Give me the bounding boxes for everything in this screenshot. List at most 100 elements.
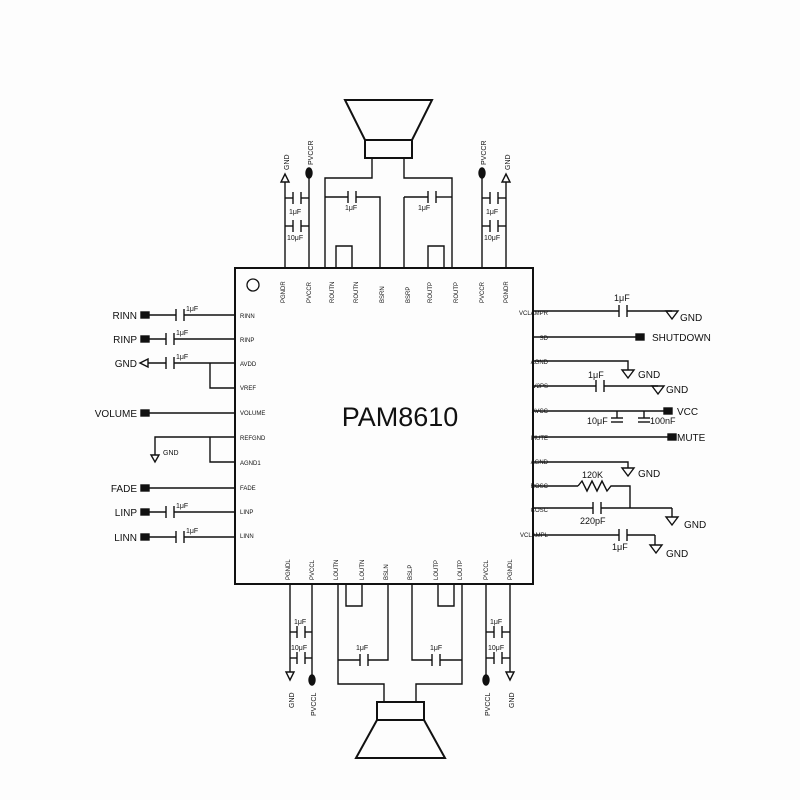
cap-label: 1μF <box>345 205 357 212</box>
right-pin-label: AVCC <box>532 409 549 415</box>
cap-label: 1μF <box>588 370 604 380</box>
linn-label: LINN <box>114 533 137 544</box>
gnd-label: GND <box>289 692 296 708</box>
gnd-label: GND <box>115 359 137 370</box>
ground-icon <box>279 172 291 183</box>
gnd-label: GND <box>666 385 688 396</box>
bottom-pin-label: BSLP <box>408 565 414 580</box>
bottom-pin-label: PGNDL <box>286 559 292 580</box>
volume-label: VOLUME <box>95 409 138 420</box>
bottom-pin-label: PGNDL <box>508 559 514 580</box>
left-pin-label: LINP <box>240 510 253 516</box>
shutdown-label: SHUTDOWN <box>652 333 711 344</box>
right-pin-label: VCLAMPR <box>519 311 549 317</box>
cap-label: 1μF <box>612 542 628 552</box>
chip-body <box>234 267 534 585</box>
gnd-label: GND <box>505 154 512 170</box>
left-pin-label: VOLUME <box>240 411 265 417</box>
cap-label: 1μF <box>294 619 306 626</box>
right-pin-label: VCLAMPL <box>520 533 549 539</box>
left-pin-label: LINN <box>240 534 254 540</box>
gnd-label: GND <box>638 370 660 381</box>
cap-label: 1μF <box>186 528 198 535</box>
pin1-marker <box>246 278 260 292</box>
linp-label: LINP <box>115 508 138 519</box>
left-pin-label: FADE <box>240 486 256 492</box>
top-left-power-wiring <box>284 178 310 268</box>
gnd-label: GND <box>163 450 179 457</box>
bottom-pin-label: LOUTN <box>360 560 366 580</box>
bottom-pin-labels: PGNDL PVCCL LOUTN LOUTN BSLN BSLP LOUTP … <box>286 559 514 580</box>
fade-label: FADE <box>111 484 137 495</box>
top-pin-label: PGNDR <box>504 281 510 303</box>
cap-label: 1μF <box>186 306 198 313</box>
cap-label: 10μF <box>291 645 307 652</box>
left-pin-labels: RINN RINP AVDD VREF VOLUME REFGND AGND1 … <box>240 314 266 540</box>
left-speaker-icon <box>354 701 447 759</box>
cap-label: 1μF <box>289 209 301 216</box>
cap-label: 1μF <box>430 645 442 652</box>
right-pin-label: AGND <box>531 460 549 466</box>
gnd-label: GND <box>666 549 688 560</box>
pvccr-label: PVCCR <box>308 140 315 165</box>
ground-icon <box>650 385 666 396</box>
ground-icon <box>284 671 296 682</box>
gnd-label: GND <box>680 313 702 324</box>
bottom-left-power-wiring <box>289 584 313 676</box>
cap-label: 1μF <box>176 503 188 510</box>
left-pin-label: AVDD <box>240 362 257 368</box>
pvccl-label: PVCCL <box>485 693 492 716</box>
ground-icon <box>620 467 636 478</box>
gnd-label: GND <box>284 154 291 170</box>
bottom-pin-label: LOUTP <box>434 560 440 580</box>
bottom-pin-label: PVCCL <box>484 559 490 580</box>
chip-name: PAM8610 <box>342 402 459 432</box>
top-pin-label: BSRP <box>406 287 412 303</box>
ground-icon <box>138 357 149 369</box>
cap-label: 100nF <box>650 416 676 426</box>
cap-label: 10μF <box>484 235 500 242</box>
left-pin-label: RINP <box>240 338 254 344</box>
right-pin-label: ROSC <box>531 484 549 490</box>
pvccr-label: PVCCR <box>481 140 488 165</box>
ground-icon <box>620 369 636 380</box>
gnd-label: GND <box>509 692 516 708</box>
power-terminal-icon <box>305 167 313 179</box>
top-pin-label: ROUTN <box>354 282 360 303</box>
right-pin-labels: VCLAMPR SD AGND V2PS AVCC MUTE AGND ROSC… <box>519 311 549 539</box>
cap-label: 10μF <box>488 645 504 652</box>
left-pin-label: REFGND <box>240 436 266 442</box>
left-pin-label: VREF <box>240 386 256 392</box>
cap-label: 1μF <box>356 645 368 652</box>
cap-label: 220pF <box>580 516 606 526</box>
ground-icon <box>648 544 664 555</box>
cap-label: 1μF <box>176 330 188 337</box>
bottom-pin-label: BSLN <box>384 564 390 580</box>
gnd-label: GND <box>684 520 706 531</box>
cap-label: 1μF <box>490 619 502 626</box>
cap-label: 1μF <box>176 354 188 361</box>
left-pin-label: AGND1 <box>240 461 261 467</box>
bottom-pin-label: LOUTN <box>334 560 340 580</box>
ground-icon <box>500 172 512 183</box>
ground-icon <box>149 454 161 464</box>
top-pin-label: ROUTP <box>428 282 434 303</box>
cap-label: 10μF <box>587 416 608 426</box>
ground-icon <box>504 671 516 682</box>
ground-icon <box>664 516 680 527</box>
power-terminal-icon <box>478 167 486 179</box>
cap-label: 1μF <box>486 209 498 216</box>
right-terminals <box>635 333 677 441</box>
rinn-label: RINN <box>113 311 137 322</box>
pvccl-label: PVCCL <box>311 693 318 716</box>
vcc-label: VCC <box>677 407 698 418</box>
right-speaker-icon <box>343 99 434 159</box>
right-pin-label: V2PS <box>533 384 548 390</box>
left-wiring <box>148 309 235 543</box>
right-pin-label: COSC <box>531 508 549 514</box>
bottom-pin-label: PVCCL <box>310 559 316 580</box>
top-pin-label: PGNDR <box>281 281 287 303</box>
top-output-wiring <box>324 158 453 268</box>
